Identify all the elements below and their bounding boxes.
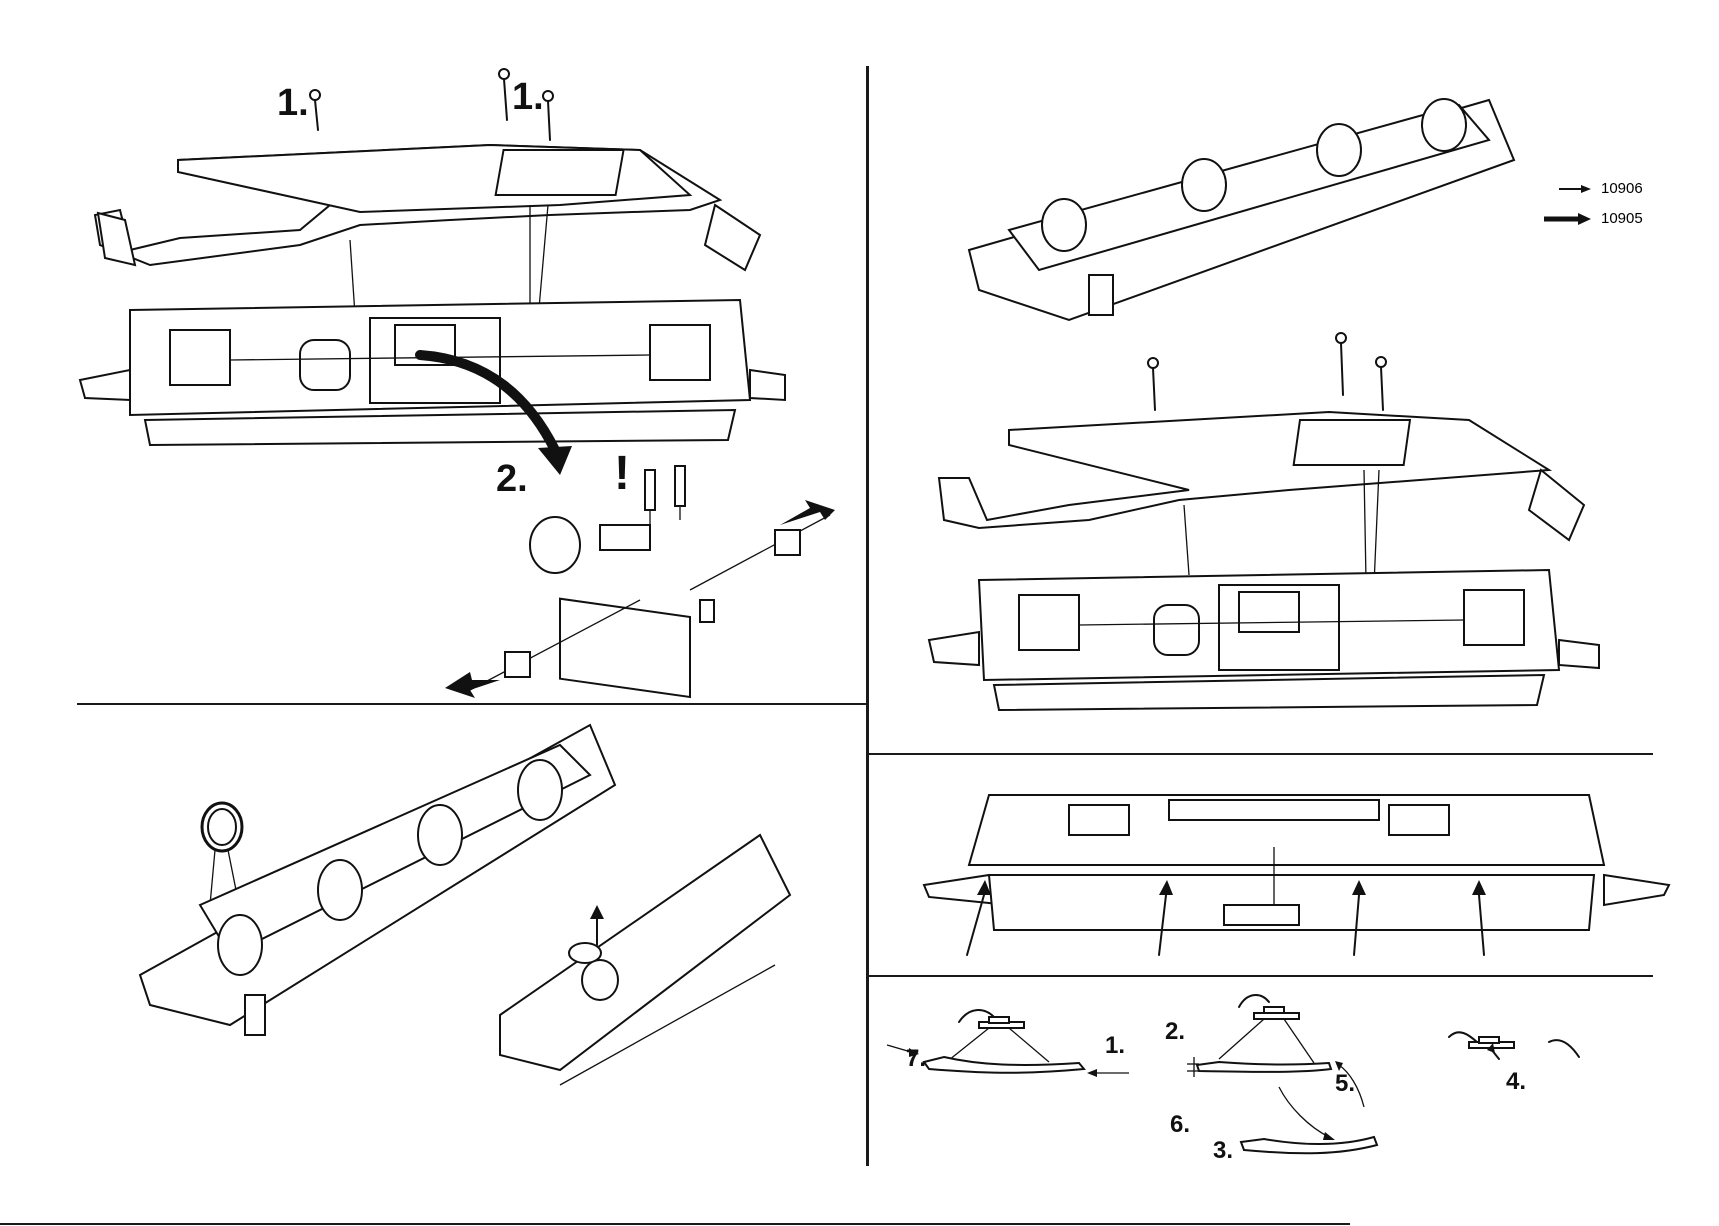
screw-icon-2 (499, 69, 509, 120)
chassis-wheels-illustration (0, 705, 866, 1225)
panel-reassembly-top-right: 10906 10905 (869, 0, 1659, 752)
panel-traction-tyre (0, 705, 866, 1225)
underside-chassis-illustration (869, 755, 1659, 975)
panel-disassembly-top-left: 1. 1. 2. ! (0, 0, 866, 703)
panel-shoe-replacement-steps: 7. 1. 2. 6. 3. 5. 4. (869, 977, 1659, 1223)
screw-icon-3 (543, 91, 553, 140)
circuit-board-illustration (0, 0, 866, 703)
shoe-steps-illustration (869, 977, 1659, 1223)
panel-pickup-shoes (869, 755, 1659, 975)
screw-icon-1 (310, 90, 320, 130)
wheel-arrows-and-board-illustration (869, 0, 1659, 752)
